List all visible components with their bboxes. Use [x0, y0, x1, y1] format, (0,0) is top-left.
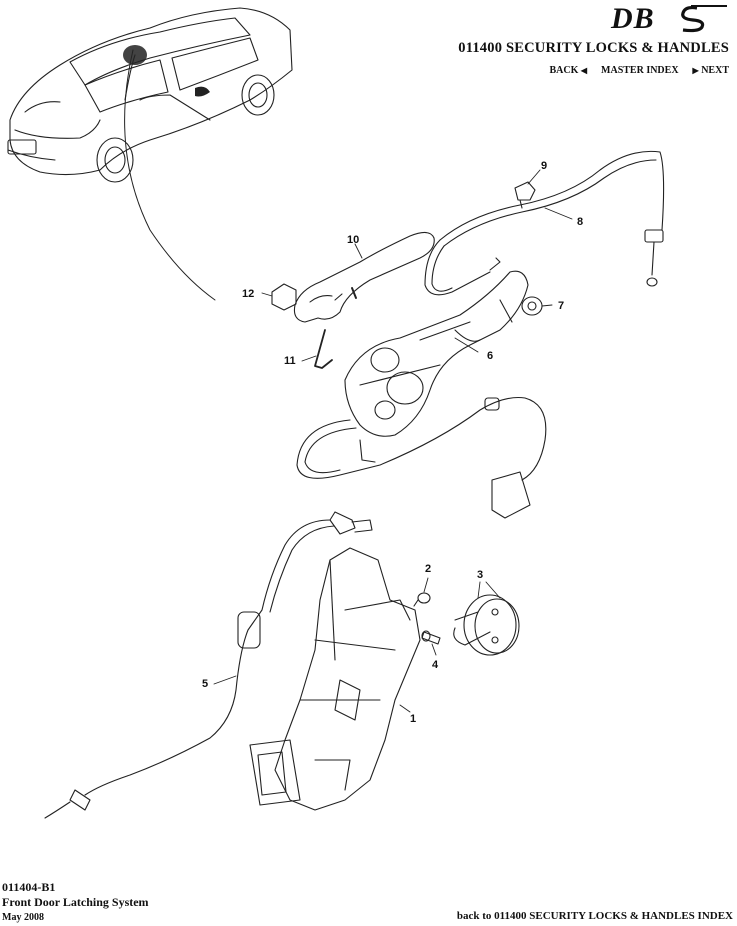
- part-6-cable: [296, 396, 547, 519]
- master-index-link[interactable]: MASTER INDEX: [601, 65, 679, 76]
- callout-2: 2: [425, 563, 431, 575]
- part-6-mechanism: [344, 270, 529, 437]
- triangle-left-icon: ◀: [580, 66, 588, 75]
- diagram-date: May 2008: [2, 912, 44, 923]
- section-title: 011400 SECURITY LOCKS & HANDLES: [458, 40, 729, 56]
- part-4-screw: [421, 630, 441, 645]
- callout-6: 6: [487, 350, 493, 362]
- dbs-logo: DB: [610, 2, 727, 34]
- callout-12: 12: [242, 288, 254, 300]
- part-3-striker: [453, 594, 520, 656]
- callout-9: 9: [541, 160, 547, 172]
- part-5-cable: [44, 511, 373, 819]
- callout-8: 8: [577, 216, 583, 228]
- callout-5: 5: [202, 678, 208, 690]
- part-8-cable: [424, 150, 665, 296]
- diagram-id: 011404-B1: [2, 880, 56, 894]
- part-11-rod: [314, 329, 333, 369]
- part-10-handle: [293, 231, 435, 323]
- callout-11: 11: [284, 355, 296, 367]
- callout-4: 4: [432, 659, 439, 671]
- diagram-title: Front Door Latching System: [2, 895, 149, 909]
- part-12-cap: [271, 283, 297, 311]
- exploded-parts-diagram: 1 2 3 4 5 6 7 8 9 10 11 12: [7, 7, 665, 819]
- part-1-latch: [249, 547, 421, 811]
- callout-3: 3: [477, 569, 483, 581]
- part-7-nut: [521, 296, 543, 316]
- callout-1: 1: [410, 713, 416, 725]
- next-link[interactable]: ▶ NEXT: [692, 65, 729, 76]
- back-link[interactable]: BACK ◀: [549, 65, 588, 76]
- nav-bar: BACK ◀ MASTER INDEX ▶ NEXT: [549, 65, 729, 76]
- callout-7: 7: [558, 300, 564, 312]
- triangle-right-icon: ▶: [692, 66, 699, 75]
- svg-text:DB: DB: [610, 2, 655, 34]
- back-to-index-link[interactable]: back to 011400 SECURITY LOCKS & HANDLES …: [456, 910, 733, 922]
- car-illustration: [7, 7, 293, 183]
- callout-10: 10: [347, 234, 359, 246]
- part-9-clip: [514, 181, 536, 209]
- part-2-screw: [413, 592, 431, 607]
